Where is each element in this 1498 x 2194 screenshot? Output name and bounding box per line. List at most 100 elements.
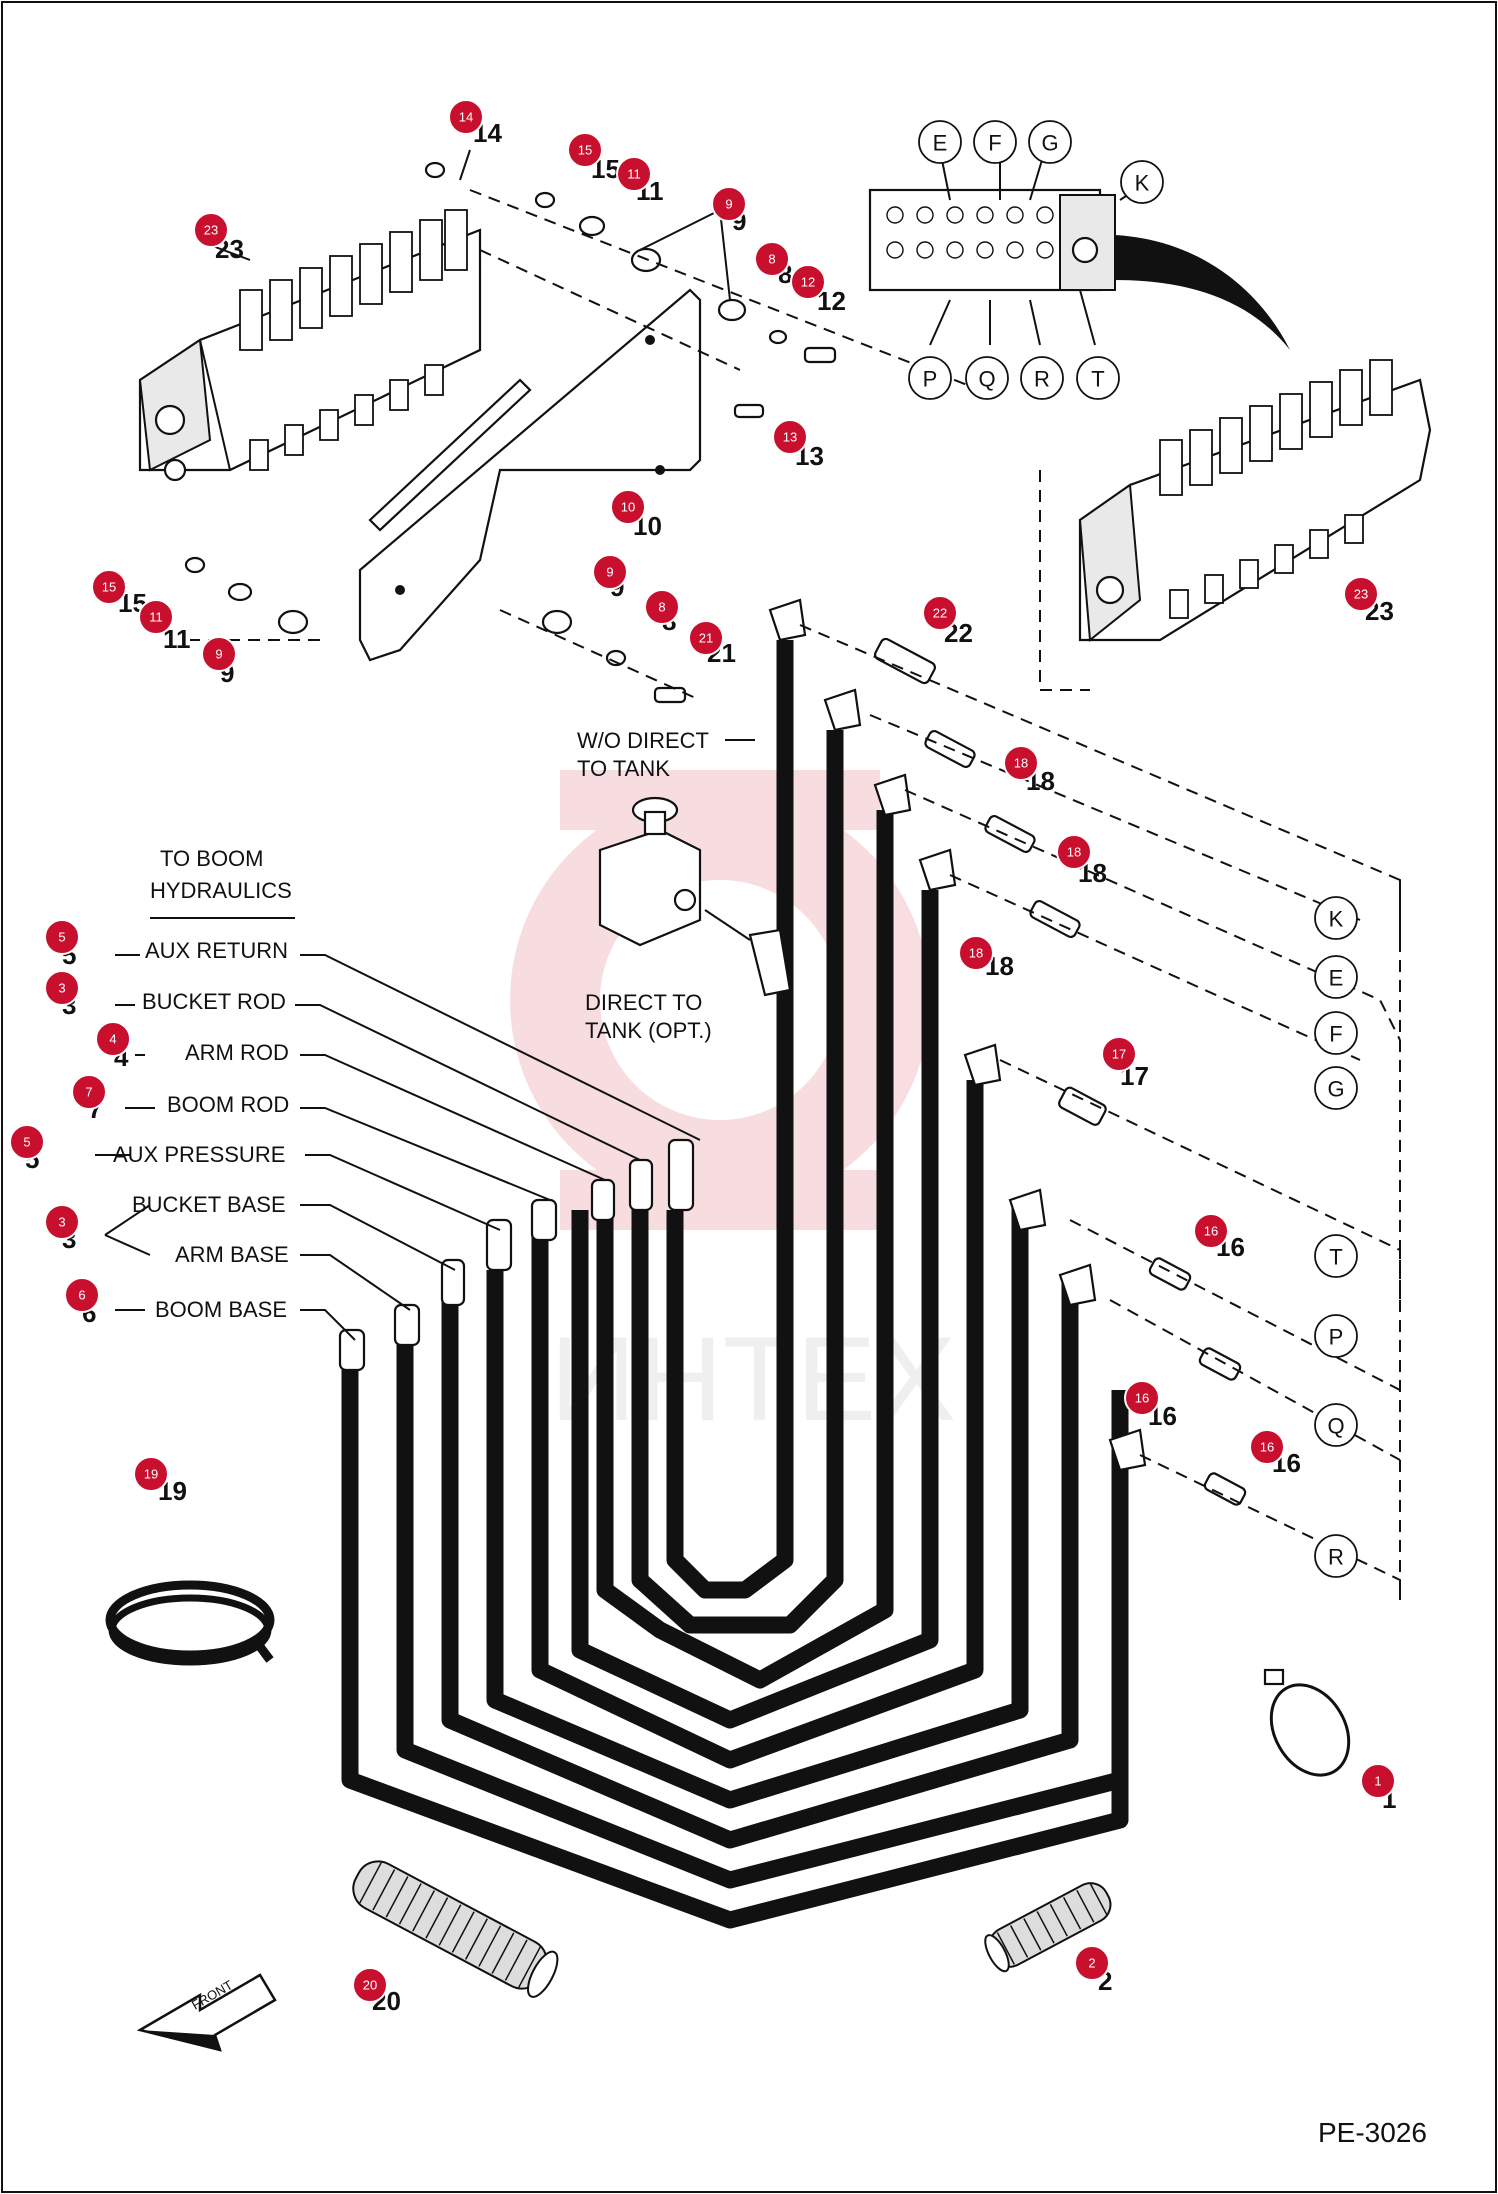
badge-number: 23 <box>1354 587 1368 602</box>
badge-circle <box>201 636 237 672</box>
port-letter: E <box>933 131 948 156</box>
badge-number: 5 <box>58 930 65 945</box>
port-letter: F <box>1329 1022 1342 1047</box>
badge-circle <box>1249 1429 1285 1465</box>
label-bucket-rod: BUCKET ROD <box>142 989 286 1014</box>
badge-circle <box>1343 576 1379 612</box>
badge-circle <box>958 935 994 971</box>
port-letter: Q <box>978 367 995 392</box>
badge-number: 6 <box>78 1288 85 1303</box>
badge-circle <box>71 1074 107 1110</box>
badge-callouts: 14 15 11 9 23 8 12 13 10 15 11 9 9 8 21 … <box>9 99 1396 2003</box>
badge-circle <box>772 419 808 455</box>
port-letter: Q <box>1327 1414 1344 1439</box>
badge-number: 18 <box>1014 756 1028 771</box>
port-circle <box>1314 1314 1358 1358</box>
badge-number: 12 <box>801 275 815 290</box>
port-letter: T <box>1091 367 1104 392</box>
badge-circle <box>9 1124 45 1160</box>
badge-number: 3 <box>58 1215 65 1230</box>
badge-circle <box>754 241 790 277</box>
badge-number: 13 <box>783 430 797 445</box>
badge-circle <box>448 99 484 135</box>
badge-circle <box>1074 1945 1110 1981</box>
label-direct-1: DIRECT TO <box>585 990 702 1015</box>
port-letter: E <box>1329 966 1344 991</box>
hose-bundle <box>341 640 1129 1929</box>
badge-circle <box>64 1277 100 1313</box>
badge-circle <box>922 595 958 631</box>
badge-number: 10 <box>621 500 635 515</box>
label-direct-2: TANK (OPT.) <box>585 1018 712 1043</box>
label-boom-rod: BOOM ROD <box>167 1092 289 1117</box>
port-circle <box>1020 356 1064 400</box>
port-letter: P <box>1329 1325 1344 1350</box>
badge-number: 8 <box>768 252 775 267</box>
badge-circle <box>711 186 747 222</box>
badge-circle <box>616 156 652 192</box>
badge-circle <box>1360 1763 1396 1799</box>
port-circle <box>1314 1403 1358 1447</box>
label-wo-direct-1: W/O DIRECT <box>577 728 709 753</box>
badge-circle <box>1003 745 1039 781</box>
port-circle <box>1314 896 1358 940</box>
badge-circle <box>133 1456 169 1492</box>
port-letter: G <box>1041 131 1058 156</box>
badge-number: 16 <box>1135 1391 1149 1406</box>
port-letter: K <box>1329 907 1344 932</box>
valve-end-view <box>868 149 1290 350</box>
badge-number: 11 <box>627 167 641 182</box>
figure-code: PE-3026 <box>1318 2117 1427 2148</box>
hose-fittings <box>338 598 1147 1472</box>
sleeve-left <box>352 1860 559 1998</box>
port-circle <box>965 356 1009 400</box>
badge-number: 22 <box>933 606 947 621</box>
hose-coil <box>105 1580 275 1666</box>
badge-circle <box>644 589 680 625</box>
badge-circle <box>592 554 628 590</box>
badge-number: 4 <box>109 1032 116 1047</box>
badge-circle <box>610 489 646 525</box>
badge-circle <box>138 599 174 635</box>
badge-number: 19 <box>144 1467 158 1482</box>
port-letter: F <box>988 131 1001 156</box>
port-circle <box>1314 1011 1358 1055</box>
direct-to-tank-valve <box>598 796 792 997</box>
badge-number: 16 <box>1260 1440 1274 1455</box>
badge-number: 18 <box>969 946 983 961</box>
port-circle <box>1314 1066 1358 1110</box>
cable-tie <box>1263 1668 1351 1777</box>
badge-number: 23 <box>204 223 218 238</box>
label-to-boom-2: HYDRAULICS <box>150 878 292 903</box>
badge-number: 15 <box>102 580 116 595</box>
fasteners-upper <box>184 161 837 704</box>
ports-right: K E F G T P Q R <box>1314 896 1358 1578</box>
badge-circle <box>91 569 127 605</box>
badge-number: 20 <box>363 1978 377 1993</box>
label-aux-return: AUX RETURN <box>145 938 288 963</box>
badge-number: 14 <box>459 110 473 125</box>
port-circle <box>973 120 1017 164</box>
badge-circle <box>44 1204 80 1240</box>
badge-number: 11 <box>149 610 163 625</box>
ports-top: E F G K P Q R T <box>908 120 1164 400</box>
label-aux-pressure: AUX PRESSURE <box>113 1142 285 1167</box>
port-letter: T <box>1329 1245 1342 1270</box>
badge-circle <box>1124 1380 1160 1416</box>
badge-circle <box>1193 1213 1229 1249</box>
badge-number: 18 <box>1067 845 1081 860</box>
badge-number: 15 <box>578 143 592 158</box>
port-letter: R <box>1328 1545 1344 1570</box>
badge-circle <box>1056 834 1092 870</box>
mounting-bracket <box>358 288 702 662</box>
badge-number: 17 <box>1112 1047 1126 1062</box>
badge-number: 9 <box>725 197 732 212</box>
port-letter: R <box>1034 367 1050 392</box>
port-routing-lines <box>799 624 1401 1600</box>
control-valve-left <box>138 209 482 482</box>
port-circle <box>1028 120 1072 164</box>
badge-number: 21 <box>699 631 713 646</box>
label-wo-direct-2: TO TANK <box>577 756 670 781</box>
